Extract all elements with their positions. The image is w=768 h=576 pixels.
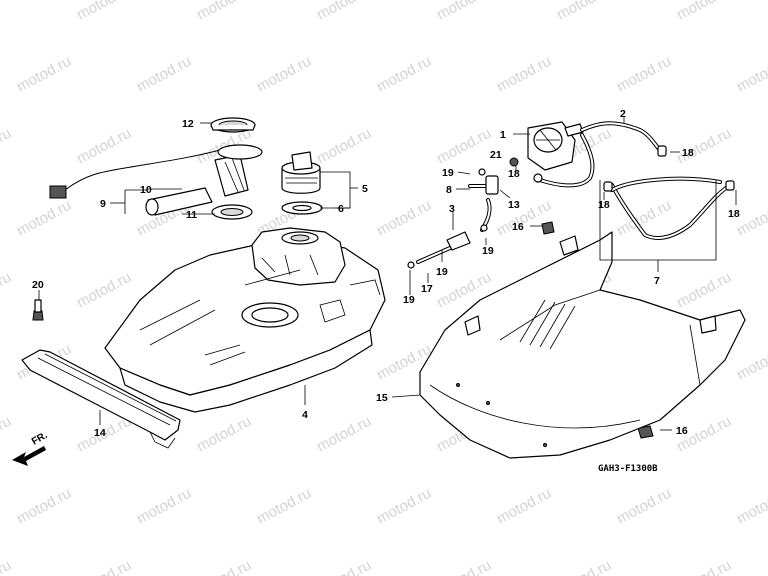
watermark-text: motod.ru bbox=[734, 341, 768, 384]
watermark-text: motod.ru bbox=[434, 125, 494, 168]
watermark-text: motod.ru bbox=[0, 413, 14, 456]
watermark-text: motod.ru bbox=[0, 269, 14, 312]
watermark-text: motod.ru bbox=[734, 53, 768, 96]
callout-19-left: 19 bbox=[403, 294, 415, 306]
watermark-text: motod.ru bbox=[494, 485, 554, 528]
callout-14: 14 bbox=[94, 427, 106, 439]
callout-19-top: 19 bbox=[442, 167, 454, 179]
watermark-text: motod.ru bbox=[74, 125, 134, 168]
watermark-text: motod.ru bbox=[314, 413, 374, 456]
front-direction-arrow: FR. bbox=[12, 430, 50, 466]
callout-18-mid: 18 bbox=[598, 199, 610, 211]
watermark-text: motod.ru bbox=[254, 53, 314, 96]
hose-clips bbox=[407, 145, 735, 439]
watermark-text: motod.ru bbox=[374, 485, 434, 528]
callout-18-far: 18 bbox=[728, 208, 740, 220]
watermark-text: motod.ru bbox=[374, 53, 434, 96]
callout-1: 1 bbox=[500, 129, 506, 141]
callout-6: 6 bbox=[338, 203, 344, 215]
callout-19-mid: 19 bbox=[436, 266, 448, 278]
watermark-text: motod.ru bbox=[134, 53, 194, 96]
drawing-code: GAH3-F1300B bbox=[598, 464, 658, 474]
callout-19-right: 19 bbox=[482, 245, 494, 257]
fuel-pump bbox=[527, 121, 584, 171]
watermark-text: motod.ru bbox=[734, 485, 768, 528]
watermark-text: motod.ru bbox=[554, 0, 614, 24]
watermark-text: motod.ru bbox=[194, 0, 254, 24]
watermark-text: motod.ru bbox=[374, 197, 434, 240]
callout-9: 9 bbox=[100, 198, 106, 210]
watermark-text: motod.ru bbox=[674, 557, 734, 576]
watermark-text: motod.ru bbox=[674, 269, 734, 312]
watermark-text: motod.ru bbox=[614, 53, 674, 96]
watermark-text: motod.ru bbox=[314, 125, 374, 168]
bolt-20 bbox=[32, 299, 44, 321]
watermark-text: motod.ru bbox=[614, 485, 674, 528]
callout-12: 12 bbox=[182, 118, 194, 130]
watermark-text: motod.ru bbox=[314, 557, 374, 576]
callout-7: 7 bbox=[654, 275, 660, 287]
callout-2: 2 bbox=[620, 108, 626, 120]
callout-16-top: 16 bbox=[512, 221, 524, 233]
watermark-text: motod.ru bbox=[134, 485, 194, 528]
front-direction-label: FR. bbox=[30, 430, 50, 448]
watermark-text: motod.ru bbox=[314, 0, 374, 24]
watermark-text: motod.ru bbox=[74, 557, 134, 576]
fuel-hoses bbox=[416, 121, 732, 264]
callout-18-right: 18 bbox=[682, 147, 694, 159]
watermark-text: motod.ru bbox=[74, 269, 134, 312]
callout-15: 15 bbox=[376, 392, 388, 404]
watermark-text: motod.ru bbox=[254, 485, 314, 528]
callout-4: 4 bbox=[302, 409, 308, 421]
watermark-text: motod.ru bbox=[434, 557, 494, 576]
tank-bracket bbox=[21, 349, 181, 449]
watermark-text: motod.ru bbox=[14, 197, 74, 240]
watermark-text: motod.ru bbox=[14, 53, 74, 96]
callout-3: 3 bbox=[449, 203, 455, 215]
watermark-text: motod.ru bbox=[0, 125, 14, 168]
callout-5: 5 bbox=[362, 183, 368, 195]
callout-13: 13 bbox=[508, 199, 520, 211]
watermark-text: motod.ru bbox=[0, 557, 14, 576]
callout-10: 10 bbox=[140, 184, 152, 196]
callout-21: 21 bbox=[490, 149, 502, 161]
watermark-text: motod.ru bbox=[14, 485, 74, 528]
fuel-gauge-unit bbox=[49, 117, 263, 220]
watermark-text: motod.ru bbox=[0, 0, 14, 24]
fuel-tank bbox=[104, 227, 386, 413]
callout-11: 11 bbox=[186, 209, 197, 221]
watermark-text: motod.ru bbox=[494, 53, 554, 96]
leader-lines bbox=[38, 117, 737, 431]
watermark-text: motod.ru bbox=[194, 413, 254, 456]
watermark-text: motod.ru bbox=[434, 0, 494, 24]
fuel-cap bbox=[281, 151, 323, 215]
callout-16-bottom: 16 bbox=[676, 425, 688, 437]
callout-17: 17 bbox=[421, 283, 433, 295]
floor-cover bbox=[419, 231, 746, 459]
watermark-text: motod.ru bbox=[74, 0, 134, 24]
callout-20: 20 bbox=[32, 279, 44, 291]
callout-8: 8 bbox=[446, 184, 452, 196]
watermark-text: motod.ru bbox=[554, 557, 614, 576]
callout-18-center: 18 bbox=[508, 168, 520, 180]
watermark-text: motod.ru bbox=[194, 557, 254, 576]
callout-labels: 12 10 9 11 5 6 4 14 20 15 16 1 2 18 18 1… bbox=[32, 108, 740, 439]
watermark-text: motod.ru bbox=[674, 0, 734, 24]
